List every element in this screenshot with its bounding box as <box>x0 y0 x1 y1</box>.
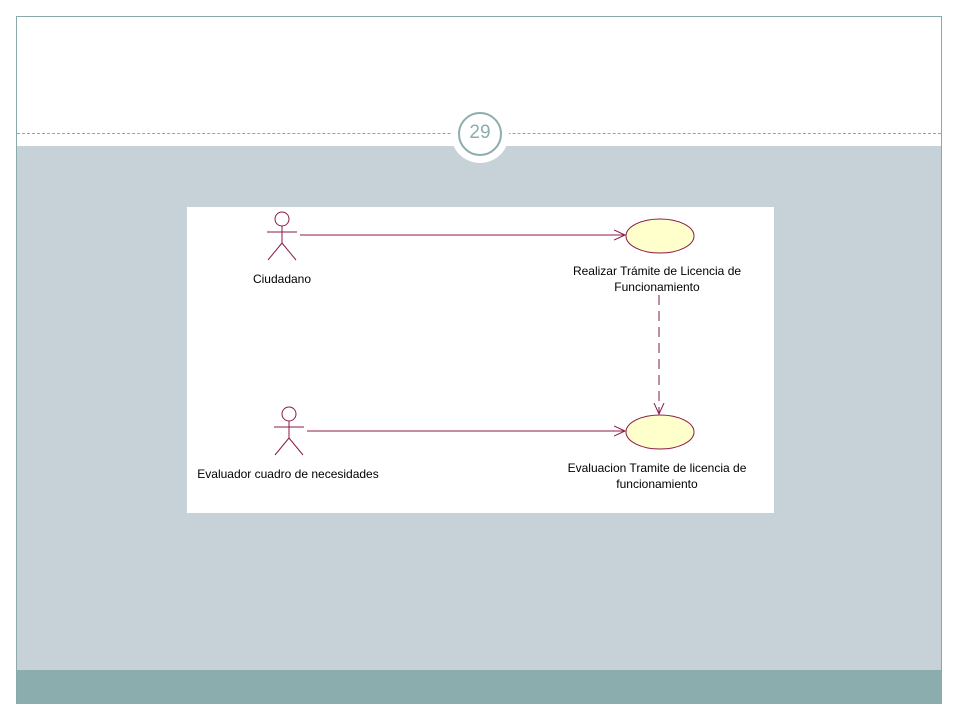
actor-ciudadano-figure <box>267 211 297 261</box>
footer-band <box>17 670 941 704</box>
slide-number-ring <box>458 112 502 156</box>
use-case-evaluacion-tramite-ellipse <box>625 414 695 450</box>
use-case-realizar-label-line1: Realizar Trámite de Licencia de <box>572 264 742 278</box>
diagram-canvas <box>267 211 695 456</box>
use-case-diagram: Ciudadano Evaluador cuadro de necesidade… <box>187 207 774 513</box>
actor-evaluador-figure <box>274 406 304 456</box>
use-case-realizar-tramite-ellipse <box>625 218 695 254</box>
actor-evaluador-label: Evaluador cuadro de necesidades <box>197 467 379 481</box>
use-case-evaluacion-label-line1: Evaluacion Tramite de licencia de <box>567 461 747 475</box>
actor-ciudadano-label: Ciudadano <box>252 272 312 286</box>
slide-number: 29 <box>469 122 491 143</box>
use-case-evaluacion-label-line2: funcionamiento <box>616 477 698 491</box>
use-case-realizar-label-line2: Funcionamiento <box>614 280 700 294</box>
